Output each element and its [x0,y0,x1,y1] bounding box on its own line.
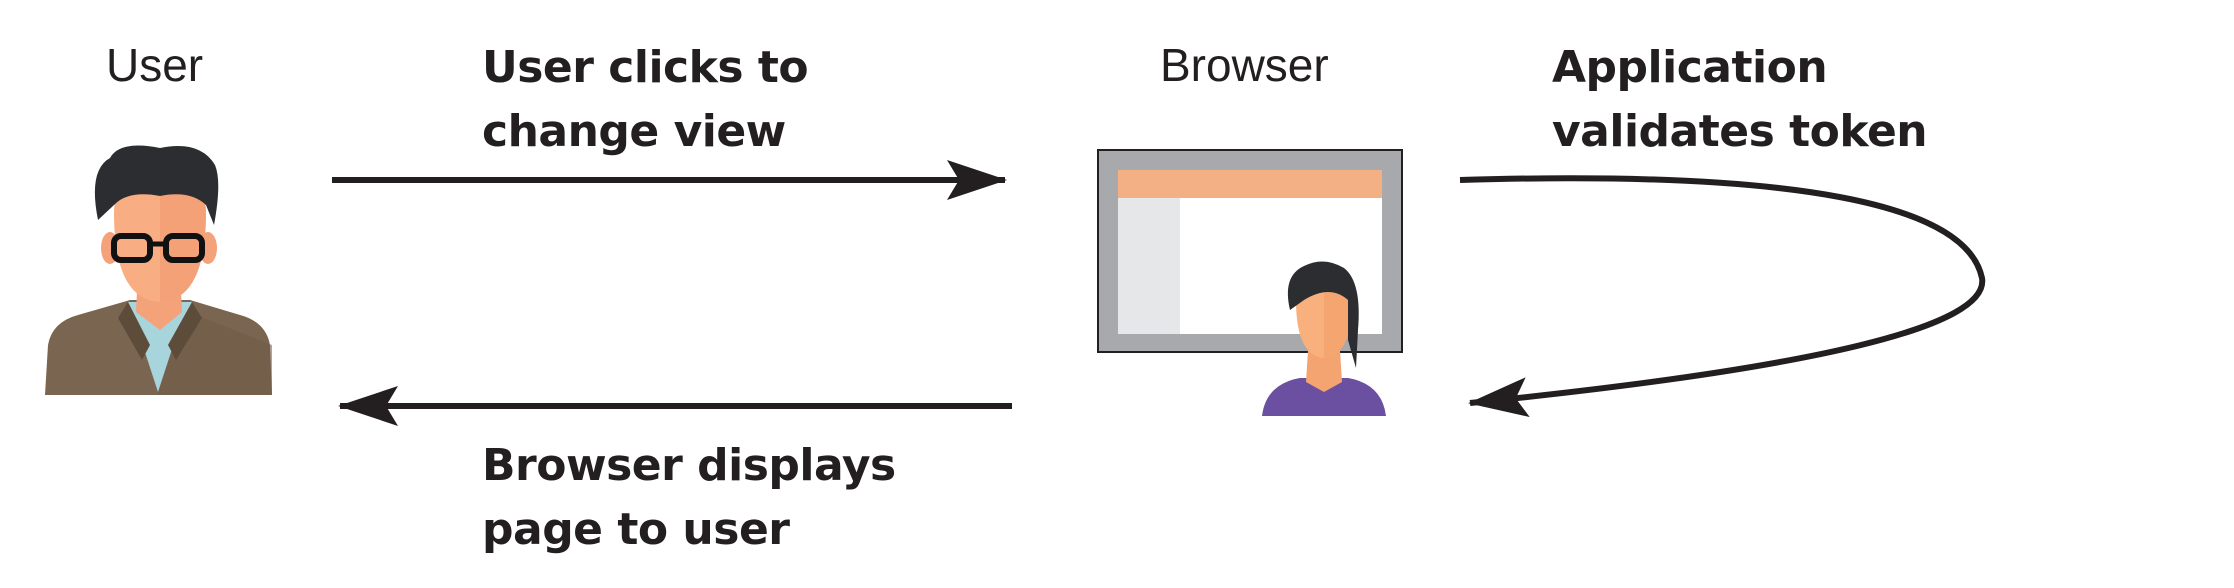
edge-label-line: page to user [482,504,790,555]
edge-label-user-to-browser: User clicks to change view [482,36,809,164]
edge-label-validate-token: Application validates token [1552,36,1928,164]
browser-node-label: Browser [1160,39,1329,91]
arrow-validate-loop [1459,175,1986,418]
edge-label-line: validates token [1552,106,1928,157]
edge-label-browser-to-user: Browser displays page to user [482,434,896,562]
edge-label-line: User clicks to [482,42,809,93]
edge-label-line: change view [482,106,786,157]
user-avatar-icon [45,145,272,395]
edge-label-line: Application [1552,42,1828,93]
user-node-label: User [106,39,204,91]
edge-label-line: Browser displays [482,440,896,491]
woman-avatar-icon [1262,261,1386,416]
